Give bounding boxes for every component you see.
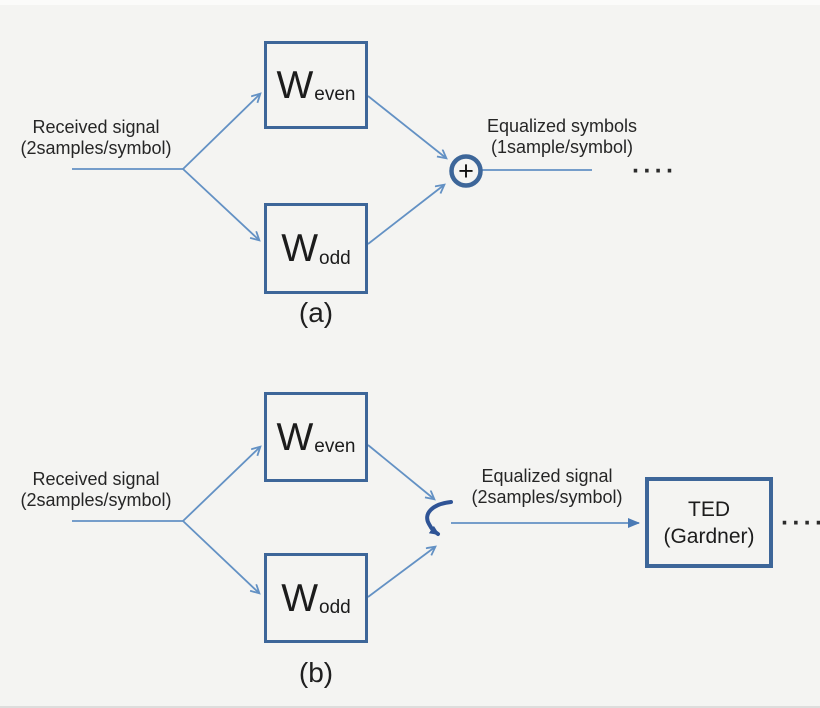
a-equalized-symbols-label: Equalized symbols (1sample/symbol) [480,116,644,158]
b-branch-up-arrow [182,447,260,522]
ted-block-line1: TED [688,497,730,521]
a-received-signal-line1: Received signal [32,117,160,137]
a-even-to-adder-arrow [367,95,446,158]
diagram-b-connectors [72,444,640,598]
b-even-to-switch-arrow [367,444,434,499]
b-equalized-signal-label: Equalized signal (2samples/symbol) [454,466,640,508]
b-received-signal-line2: (2samples/symbol) [20,490,172,510]
a-received-signal-label: Received signal (2samples/symbol) [14,117,178,159]
b-w-even-subscript: even [314,436,356,457]
b-branch-down-arrow [182,520,259,593]
adder-plus-symbol: + [458,156,474,186]
a-w-odd-symbol: W [281,227,319,270]
a-equalized-symbols-line1: Equalized symbols [486,116,638,136]
a-branch-down-arrow [182,168,259,240]
diagram-a-connectors [72,94,592,245]
commutator-switch-icon [425,500,453,536]
caption-b: (b) [298,657,334,688]
a-w-even-symbol: W [276,63,314,107]
b-w-odd-subscript: odd [319,597,351,618]
b-equalized-signal-line2: (2samples/symbol) [471,487,623,507]
a-equalized-symbols-line2: (1sample/symbol) [490,137,634,157]
bottom-edge-shadow [0,706,820,708]
b-received-signal-line1: Received signal [32,469,160,489]
caption-a: (a) [298,297,334,328]
a-received-signal-line2: (2samples/symbol) [20,138,172,158]
b-equalized-signal-line1: Equalized signal [481,466,613,486]
ted-block-line2: (Gardner) [663,524,755,548]
top-edge-highlight [0,0,820,5]
b-w-odd-symbol: W [281,576,319,620]
ted-gardner-block: TED (Gardner) [645,477,773,568]
a-continuation-dots: ···· [632,157,678,185]
adder-circle-icon [449,154,483,188]
a-w-even-subscript: even [314,84,356,105]
b-continuation-dots: ···· [781,509,820,537]
a-branch-up-arrow [182,94,260,170]
b-received-signal-label: Received signal (2samples/symbol) [14,469,178,511]
a-w-odd-subscript: odd [319,247,351,269]
b-w-even-symbol: W [276,415,314,459]
a-odd-to-adder-arrow [367,185,444,245]
b-odd-to-switch-arrow [367,547,435,598]
